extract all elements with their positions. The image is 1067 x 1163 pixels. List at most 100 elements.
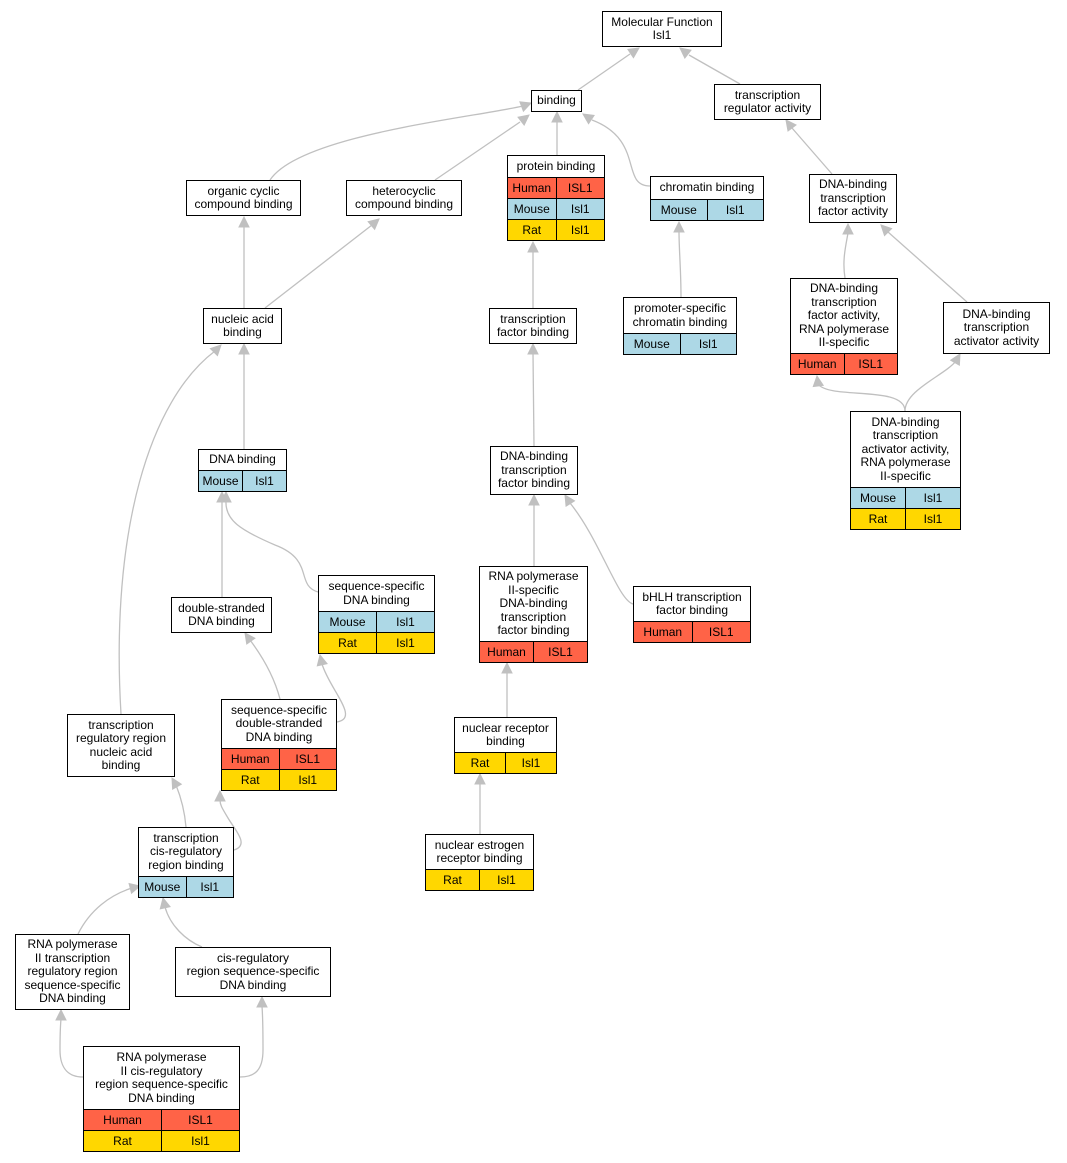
gene-cell: ISL1 — [555, 178, 605, 198]
arrowhead-icon — [55, 1008, 67, 1021]
go-term-molecular-function[interactable]: Molecular Function Isl1 — [602, 11, 722, 47]
edge-line — [591, 119, 651, 187]
term-label: DNA-binding transcription factor activit… — [798, 281, 890, 350]
arrowhead-icon — [785, 119, 797, 132]
arrowhead-icon — [171, 777, 183, 790]
edge-transcription-cis-regulatory-region-binding-to-sequence-specific-double-stranded-dna-binding — [214, 789, 242, 851]
arrowhead-icon — [256, 995, 268, 1008]
term-label: RNA polymerase II-specific DNA-binding t… — [488, 569, 579, 638]
go-term-binding[interactable]: binding — [531, 90, 582, 112]
go-term-dna-binding-tf-activity-rnapii[interactable]: DNA-binding transcription factor activit… — [790, 278, 898, 375]
term-label: nuclear receptor binding — [462, 720, 549, 748]
go-term-nucleic-acid-binding[interactable]: nucleic acid binding — [203, 308, 282, 344]
edge-dna-binding-to-nucleic-acid-binding — [238, 342, 250, 449]
species-cell: Rat — [240, 772, 260, 787]
edge-rnapii-cis-regulatory-region-ssdna-binding-to-rnapii-transcription-regulatory-region-ssdna-binding — [55, 1008, 84, 1078]
go-term-rnapii-specific-dna-binding-tf-binding[interactable]: RNA polymerase II-specific DNA-binding t… — [479, 566, 588, 663]
arrowhead-icon — [673, 220, 685, 233]
arrowhead-icon — [880, 224, 893, 237]
go-term-transcription-cis-regulatory-region-binding[interactable]: transcription cis-regulatory region bind… — [138, 827, 234, 898]
term-label: binding — [537, 93, 576, 108]
arrowhead-icon — [582, 113, 595, 125]
species-cell: Rat — [470, 755, 490, 770]
term-label: RNA polymerase II cis-regulatory region … — [95, 1050, 228, 1105]
gene-cell: ISL1 — [691, 622, 751, 642]
edge-nuclear-receptor-binding-to-rnapii-specific-dna-binding-tf-binding — [501, 661, 513, 717]
gene-cell: Isl1 — [555, 199, 605, 219]
term-label: heterocyclic compound binding — [354, 183, 454, 211]
go-term-transcription-regulatory-region-nucleic-acid-binding[interactable]: transcription regulatory region nucleic … — [67, 714, 175, 777]
species-cell: Rat — [522, 222, 542, 237]
go-term-dna-binding-activator-activity-rnapii[interactable]: DNA-binding transcription activator acti… — [850, 411, 961, 530]
edge-dna-binding-activator-activity-rnapii-to-dna-binding-tf-activity-rnapii — [812, 374, 906, 412]
edge-sequence-specific-dna-binding-to-dna-binding — [220, 490, 319, 593]
term-label: promoter-specific chromatin binding — [632, 301, 728, 329]
go-term-dna-binding-transcription-factor-binding[interactable]: DNA-binding transcription factor binding — [490, 446, 578, 495]
species-cell: Human — [103, 1112, 142, 1127]
arrowhead-icon — [551, 110, 563, 123]
edge-dna-binding-activator-activity-rnapii-to-dna-binding-transcription-activator-activity — [904, 353, 961, 412]
edge-line — [77, 887, 133, 935]
term-label: organic cyclic compound binding — [194, 183, 293, 211]
gene-cell: Isl1 — [905, 509, 960, 529]
gene-cell: Isl1 — [706, 200, 764, 220]
go-term-double-stranded-dna-binding[interactable]: double-stranded DNA binding — [171, 597, 272, 633]
go-term-transcription-factor-binding[interactable]: transcription factor binding — [489, 308, 577, 344]
species-cell: Rat — [113, 1133, 132, 1148]
gene-cell: ISL1 — [533, 642, 587, 662]
go-term-dna-binding-transcription-factor-activity[interactable]: DNA-binding transcription factor activit… — [809, 174, 897, 223]
go-term-organic-cyclic-compound-binding[interactable]: organic cyclic compound binding — [186, 180, 301, 216]
arrowhead-icon — [627, 47, 640, 59]
go-term-rnapii-cis-regulatory-region-ssdna-binding[interactable]: RNA polymerase II cis-regulatory region … — [83, 1046, 240, 1152]
gene-cell: Isl1 — [376, 633, 434, 653]
go-term-cis-regulatory-region-sequence-specific-dna-binding[interactable]: cis-regulatory region sequence-specific … — [175, 947, 331, 997]
term-label: transcription cis-regulatory region bind… — [148, 830, 224, 872]
term-label: nuclear estrogen receptor binding — [434, 837, 525, 865]
species-cell: Mouse — [633, 336, 670, 351]
species-cell: Mouse — [144, 879, 181, 894]
arrowhead-icon — [528, 493, 540, 506]
edge-bhlh-transcription-factor-binding-to-dna-binding-transcription-factor-binding — [564, 494, 634, 605]
edge-dna-binding-transcription-activator-activity-to-dna-binding-transcription-factor-activity — [880, 224, 968, 303]
edge-nucleic-acid-binding-to-heterocyclic-compound-binding — [264, 218, 380, 309]
go-term-sequence-specific-double-stranded-dna-binding[interactable]: sequence-specific double-stranded DNA bi… — [221, 699, 337, 791]
arrowhead-icon — [564, 494, 576, 507]
term-label: transcription regulator activity — [723, 87, 812, 115]
species-cell: Human — [487, 644, 526, 659]
edge-protein-binding-to-binding — [551, 110, 563, 155]
term-label: DNA binding — [209, 452, 276, 467]
term-label: Molecular Function Isl1 — [611, 14, 713, 42]
term-label: RNA polymerase II transcription regulato… — [24, 937, 121, 1006]
term-label: sequence-specific DNA binding — [328, 579, 425, 607]
edge-transcription-regulatory-region-nucleic-acid-binding-to-nucleic-acid-binding — [118, 344, 222, 715]
edge-rnapii-transcription-regulatory-region-ssdna-binding-to-transcription-cis-regulatory-region-binding — [77, 882, 142, 935]
term-label: DNA-binding transcription factor binding — [497, 449, 571, 491]
go-term-rnapii-transcription-regulatory-region-ssdna-binding[interactable]: RNA polymerase II transcription regulato… — [15, 934, 130, 1010]
edge-line — [239, 1005, 264, 1078]
go-term-heterocyclic-compound-binding[interactable]: heterocyclic compound binding — [346, 180, 462, 216]
arrowhead-icon — [812, 374, 825, 388]
species-cell: Human — [230, 751, 270, 766]
go-term-dna-binding-transcription-activator-activity[interactable]: DNA-binding transcription activator acti… — [943, 302, 1050, 354]
go-term-transcription-regulator-activity[interactable]: transcription regulator activity — [714, 84, 821, 120]
arrowhead-icon — [517, 114, 530, 127]
